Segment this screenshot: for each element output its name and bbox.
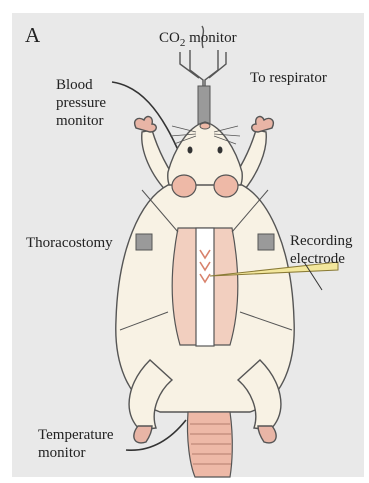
- temperature-label-line2: monitor: [38, 445, 86, 461]
- nose: [200, 123, 210, 129]
- left-eye: [188, 147, 193, 154]
- respirator-label: To respirator: [250, 70, 327, 86]
- tail: [187, 412, 232, 477]
- left-ear: [172, 175, 196, 197]
- right-eye: [218, 147, 223, 154]
- recording-electrode-label-line1: Recording: [290, 233, 353, 249]
- blood-pressure-label-line2: pressure: [56, 95, 106, 111]
- panel-letter: A: [25, 23, 41, 47]
- blood-pressure-label-line3: monitor: [56, 113, 104, 129]
- right-ear: [214, 175, 238, 197]
- tracheal-tube-connector: [198, 86, 210, 124]
- recording-electrode-label-line2: electrode: [290, 251, 345, 267]
- sternum-retractor: [196, 228, 214, 346]
- chest-tube-icon: [136, 234, 152, 250]
- chest-tube-icon: [258, 234, 274, 250]
- blood-pressure-label-line1: Blood: [56, 77, 93, 93]
- temperature-label-line1: Temperature: [38, 427, 114, 443]
- thoracostomy-label: Thoracostomy: [26, 235, 113, 251]
